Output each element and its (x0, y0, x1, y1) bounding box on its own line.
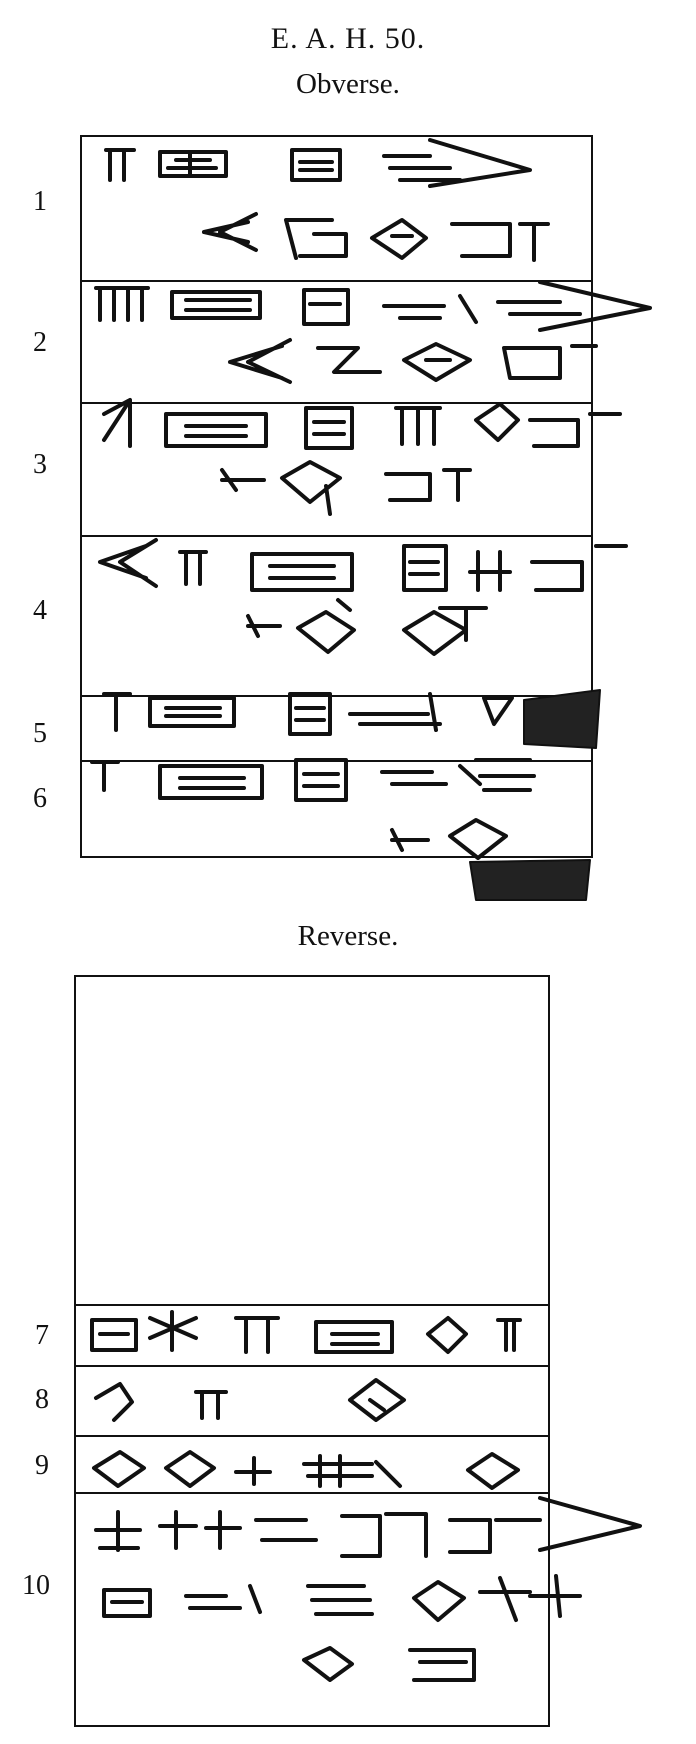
cuneiform-line-4 (98, 538, 628, 656)
cuneiform-line-10 (94, 1496, 642, 1682)
line-number-1: 1 (33, 186, 47, 217)
line-number-4: 4 (33, 595, 47, 626)
line-number-5: 5 (33, 718, 47, 749)
line-divider (82, 402, 591, 404)
line-number-3: 3 (33, 449, 47, 480)
line-divider (76, 1435, 548, 1437)
cuneiform-line-8 (94, 1378, 406, 1422)
obverse-heading: Obverse. (296, 68, 400, 100)
cuneiform-line-1 (104, 138, 550, 262)
line-number-2: 2 (33, 327, 47, 358)
line-number-7: 7 (35, 1320, 49, 1351)
cuneiform-line-2 (94, 280, 652, 384)
cuneiform-line-3 (102, 398, 622, 516)
line-divider (76, 1492, 548, 1494)
reverse-tablet (74, 975, 550, 1727)
line-number-8: 8 (35, 1384, 49, 1415)
line-divider (82, 695, 591, 697)
cuneiform-line-9 (92, 1450, 520, 1490)
page-title: E. A. H. 50. (270, 22, 426, 55)
line-divider (82, 280, 591, 282)
line-number-9: 9 (35, 1450, 49, 1481)
line-number-10: 10 (22, 1570, 50, 1601)
cuneiform-line-7 (90, 1310, 522, 1354)
line-divider (82, 535, 591, 537)
line-divider (76, 1365, 548, 1367)
line-number-6: 6 (33, 783, 47, 814)
reverse-heading: Reverse. (297, 920, 399, 952)
cuneiform-line-5 (102, 689, 601, 749)
line-divider (76, 1304, 548, 1306)
cuneiform-line-6 (90, 758, 591, 901)
